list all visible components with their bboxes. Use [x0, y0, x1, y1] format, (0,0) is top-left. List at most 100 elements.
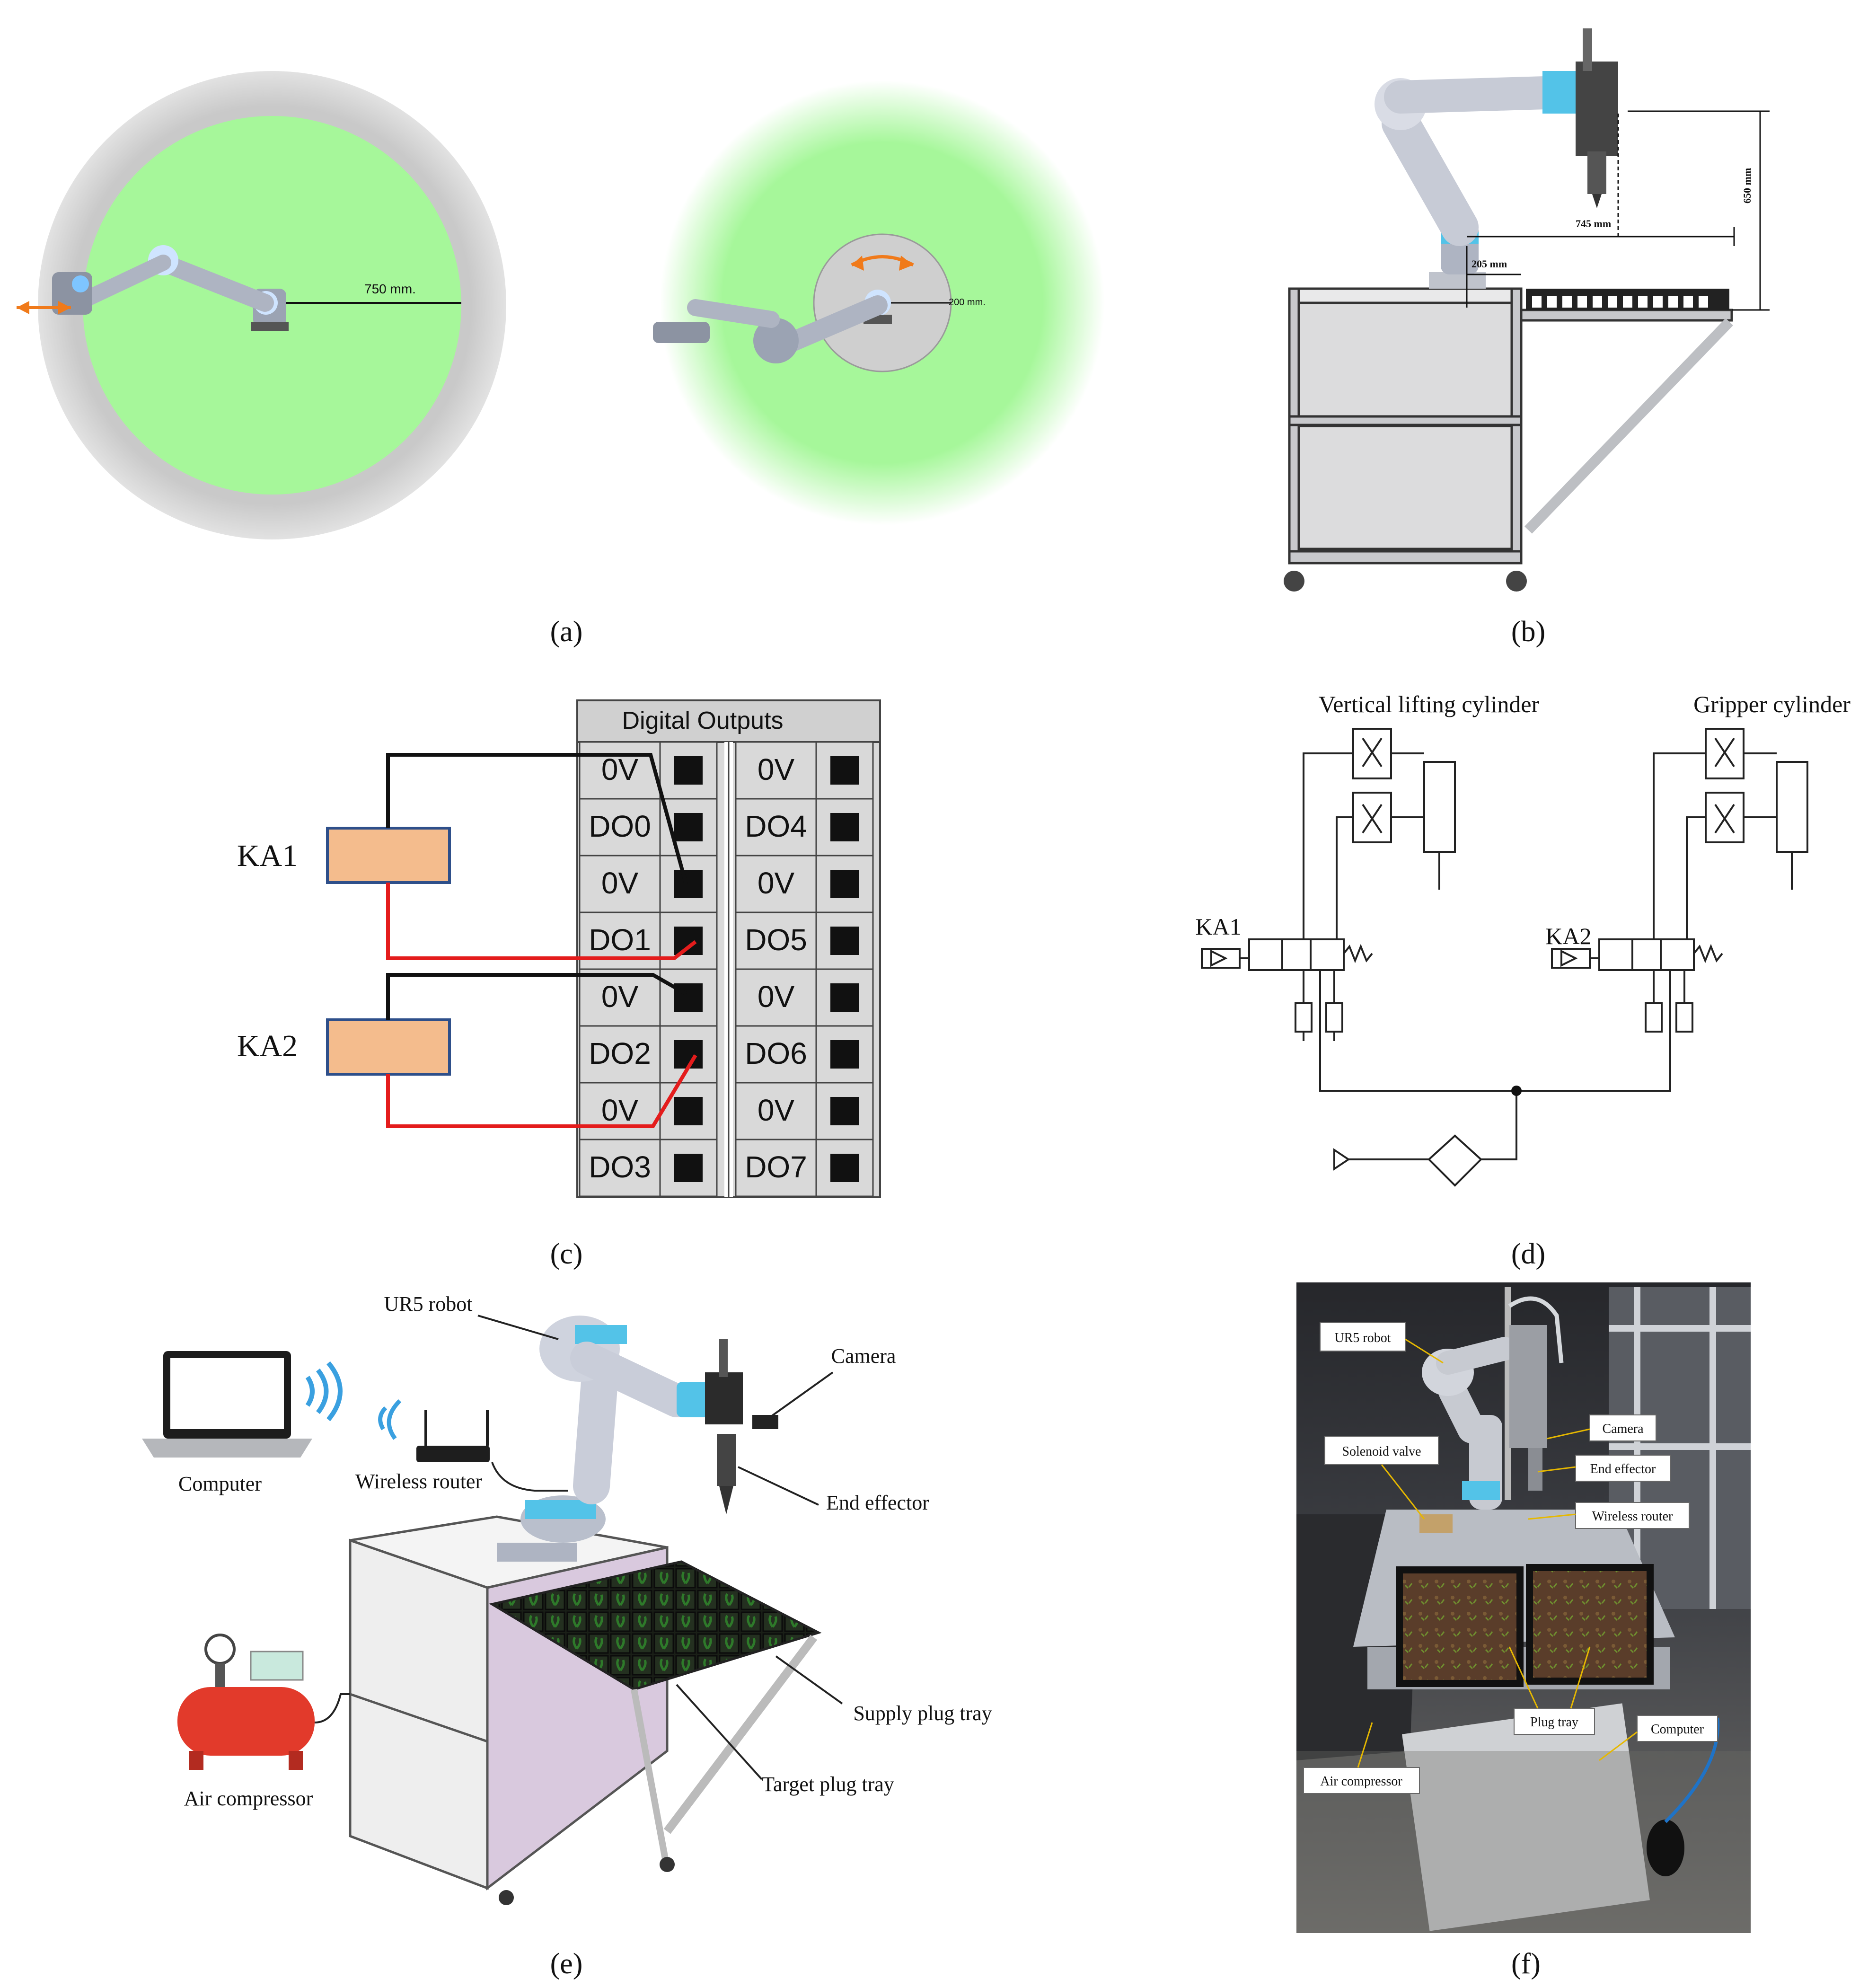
panel-label-d: (d) [1511, 1238, 1545, 1270]
valve-label-ka1: KA1 [1195, 913, 1241, 940]
panel-label-f: (f) [1511, 1948, 1541, 1980]
panel-e: Computer Wireless router [142, 1292, 992, 1980]
panel-label-b: (b) [1511, 616, 1545, 648]
table-cell [815, 741, 874, 800]
table-cell [735, 911, 817, 970]
table-cell [735, 1139, 817, 1197]
dimension-lines [1466, 110, 1770, 311]
label-end-effector: End effector [826, 1491, 929, 1514]
wiring [386, 753, 697, 1128]
photo-label-plug-tray: Plug tray [1530, 1715, 1578, 1730]
output-label: DO7 [745, 1150, 807, 1184]
terminal-pad [674, 870, 703, 898]
panel-label-e: (e) [550, 1948, 583, 1980]
photo-label-computer: Computer [1651, 1722, 1704, 1737]
photo-label-solenoid: Solenoid valve [1342, 1444, 1421, 1459]
panel-d: Vertical lifting cylinder Gripper cylind… [1195, 691, 1850, 1270]
junction-dot [1511, 1086, 1522, 1096]
air-compressor-icon [177, 1634, 350, 1770]
output-label: DO1 [589, 923, 651, 957]
label-target-tray: Target plug tray [762, 1773, 894, 1796]
panel-a: 750 mm. 200 mm. [17, 71, 1105, 648]
output-label: 0V [601, 1093, 639, 1127]
tray-profile [1526, 289, 1729, 310]
gripper-cylinder-label: Gripper cylinder [1693, 691, 1850, 717]
wifi-signal-icon [305, 1361, 343, 1422]
height-dimension-label: 650 mm [1741, 168, 1753, 203]
output-label: DO4 [745, 809, 807, 843]
robot-arm-extended-icon [17, 245, 289, 331]
relay-label-ka2: KA2 [237, 1029, 298, 1063]
panel-c: KA1 KA2 Digital Outputs 0VDO00VDO10VDO20… [237, 699, 881, 1270]
reach-dimension-label: 745 mm [1576, 218, 1611, 230]
output-label: DO5 [745, 923, 807, 957]
caster-wheel-icon [660, 1857, 675, 1872]
table-cell [735, 798, 817, 857]
terminal-pad [830, 1097, 859, 1125]
photo-label-ur5: UR5 robot [1335, 1331, 1391, 1345]
terminal-pad [830, 756, 859, 785]
terminal-pad [674, 813, 703, 841]
lab-photo [1296, 1282, 1751, 1933]
terminal-pad [830, 1040, 859, 1069]
terminal-pad [830, 870, 859, 898]
output-label: DO2 [589, 1036, 651, 1070]
photo-label-router: Wireless router [1592, 1509, 1673, 1524]
output-label: 0V [758, 980, 795, 1014]
digital-outputs-table: Digital Outputs 0VDO00VDO10VDO20VDO30VDO… [576, 699, 881, 1198]
label-air-compressor: Air compressor [184, 1787, 313, 1810]
output-label: 0V [758, 752, 795, 786]
ur5-robot-icon [497, 1316, 778, 1562]
caster-wheel-icon [1284, 571, 1304, 592]
caster-wheel-icon [499, 1890, 514, 1905]
inner-dimension-label: 200 mm. [949, 297, 986, 308]
photo-labels: UR5 robot Camera Solenoid valve End effe… [1303, 1322, 1718, 1794]
workbench-frame [1288, 287, 1733, 565]
output-label: 0V [601, 980, 639, 1014]
panel-f: UR5 robot Camera Solenoid valve End effe… [1296, 1282, 1751, 1980]
terminal-pad [830, 813, 859, 841]
label-supply-tray: Supply plug tray [853, 1702, 992, 1725]
terminal-pad [674, 1097, 703, 1125]
photo-label-air-compressor: Air compressor [1320, 1774, 1402, 1789]
photo-label-end-effector: End effector [1590, 1462, 1656, 1476]
router-icon [378, 1399, 490, 1462]
output-label: 0V [758, 866, 795, 900]
relay-ka1 [326, 827, 451, 884]
label-wireless-router: Wireless router [355, 1470, 483, 1493]
caster-wheel-icon [1506, 571, 1527, 592]
table-cell [579, 1025, 661, 1084]
table-cell [735, 855, 817, 913]
label-computer: Computer [178, 1472, 262, 1495]
relay-label-ka1: KA1 [237, 839, 298, 873]
output-label: DO6 [745, 1036, 807, 1070]
photo-label-camera: Camera [1602, 1422, 1644, 1436]
vertical-cylinder-label: Vertical lifting cylinder [1319, 691, 1540, 717]
terminal-pad [830, 983, 859, 1012]
laptop-icon [142, 1351, 312, 1458]
relay-ka2 [326, 1018, 451, 1076]
terminal-pad [830, 1154, 859, 1182]
table-cell [579, 968, 661, 1027]
label-ur5-robot: UR5 robot [384, 1292, 473, 1316]
terminal-pad [674, 927, 703, 955]
output-label: DO3 [589, 1150, 651, 1184]
terminal-pad [830, 927, 859, 955]
output-label: DO0 [589, 809, 651, 843]
output-label: 0V [758, 1093, 795, 1127]
valve-label-ka2: KA2 [1545, 923, 1591, 949]
output-label: 0V [601, 866, 639, 900]
table-cell [579, 741, 661, 800]
panel-label-c: (c) [550, 1238, 583, 1270]
table-cell [579, 798, 661, 857]
robot-arm-folded-icon [653, 290, 892, 363]
output-label: 0V [601, 752, 639, 786]
terminal-pad [674, 756, 703, 785]
terminal-pad [674, 1154, 703, 1182]
panel-label-a: (a) [550, 616, 583, 648]
table-cell [735, 741, 817, 800]
pneumatic-circuit [1201, 728, 1808, 1187]
label-camera: Camera [831, 1344, 896, 1368]
reach-dimension-label: 750 mm. [364, 282, 416, 296]
